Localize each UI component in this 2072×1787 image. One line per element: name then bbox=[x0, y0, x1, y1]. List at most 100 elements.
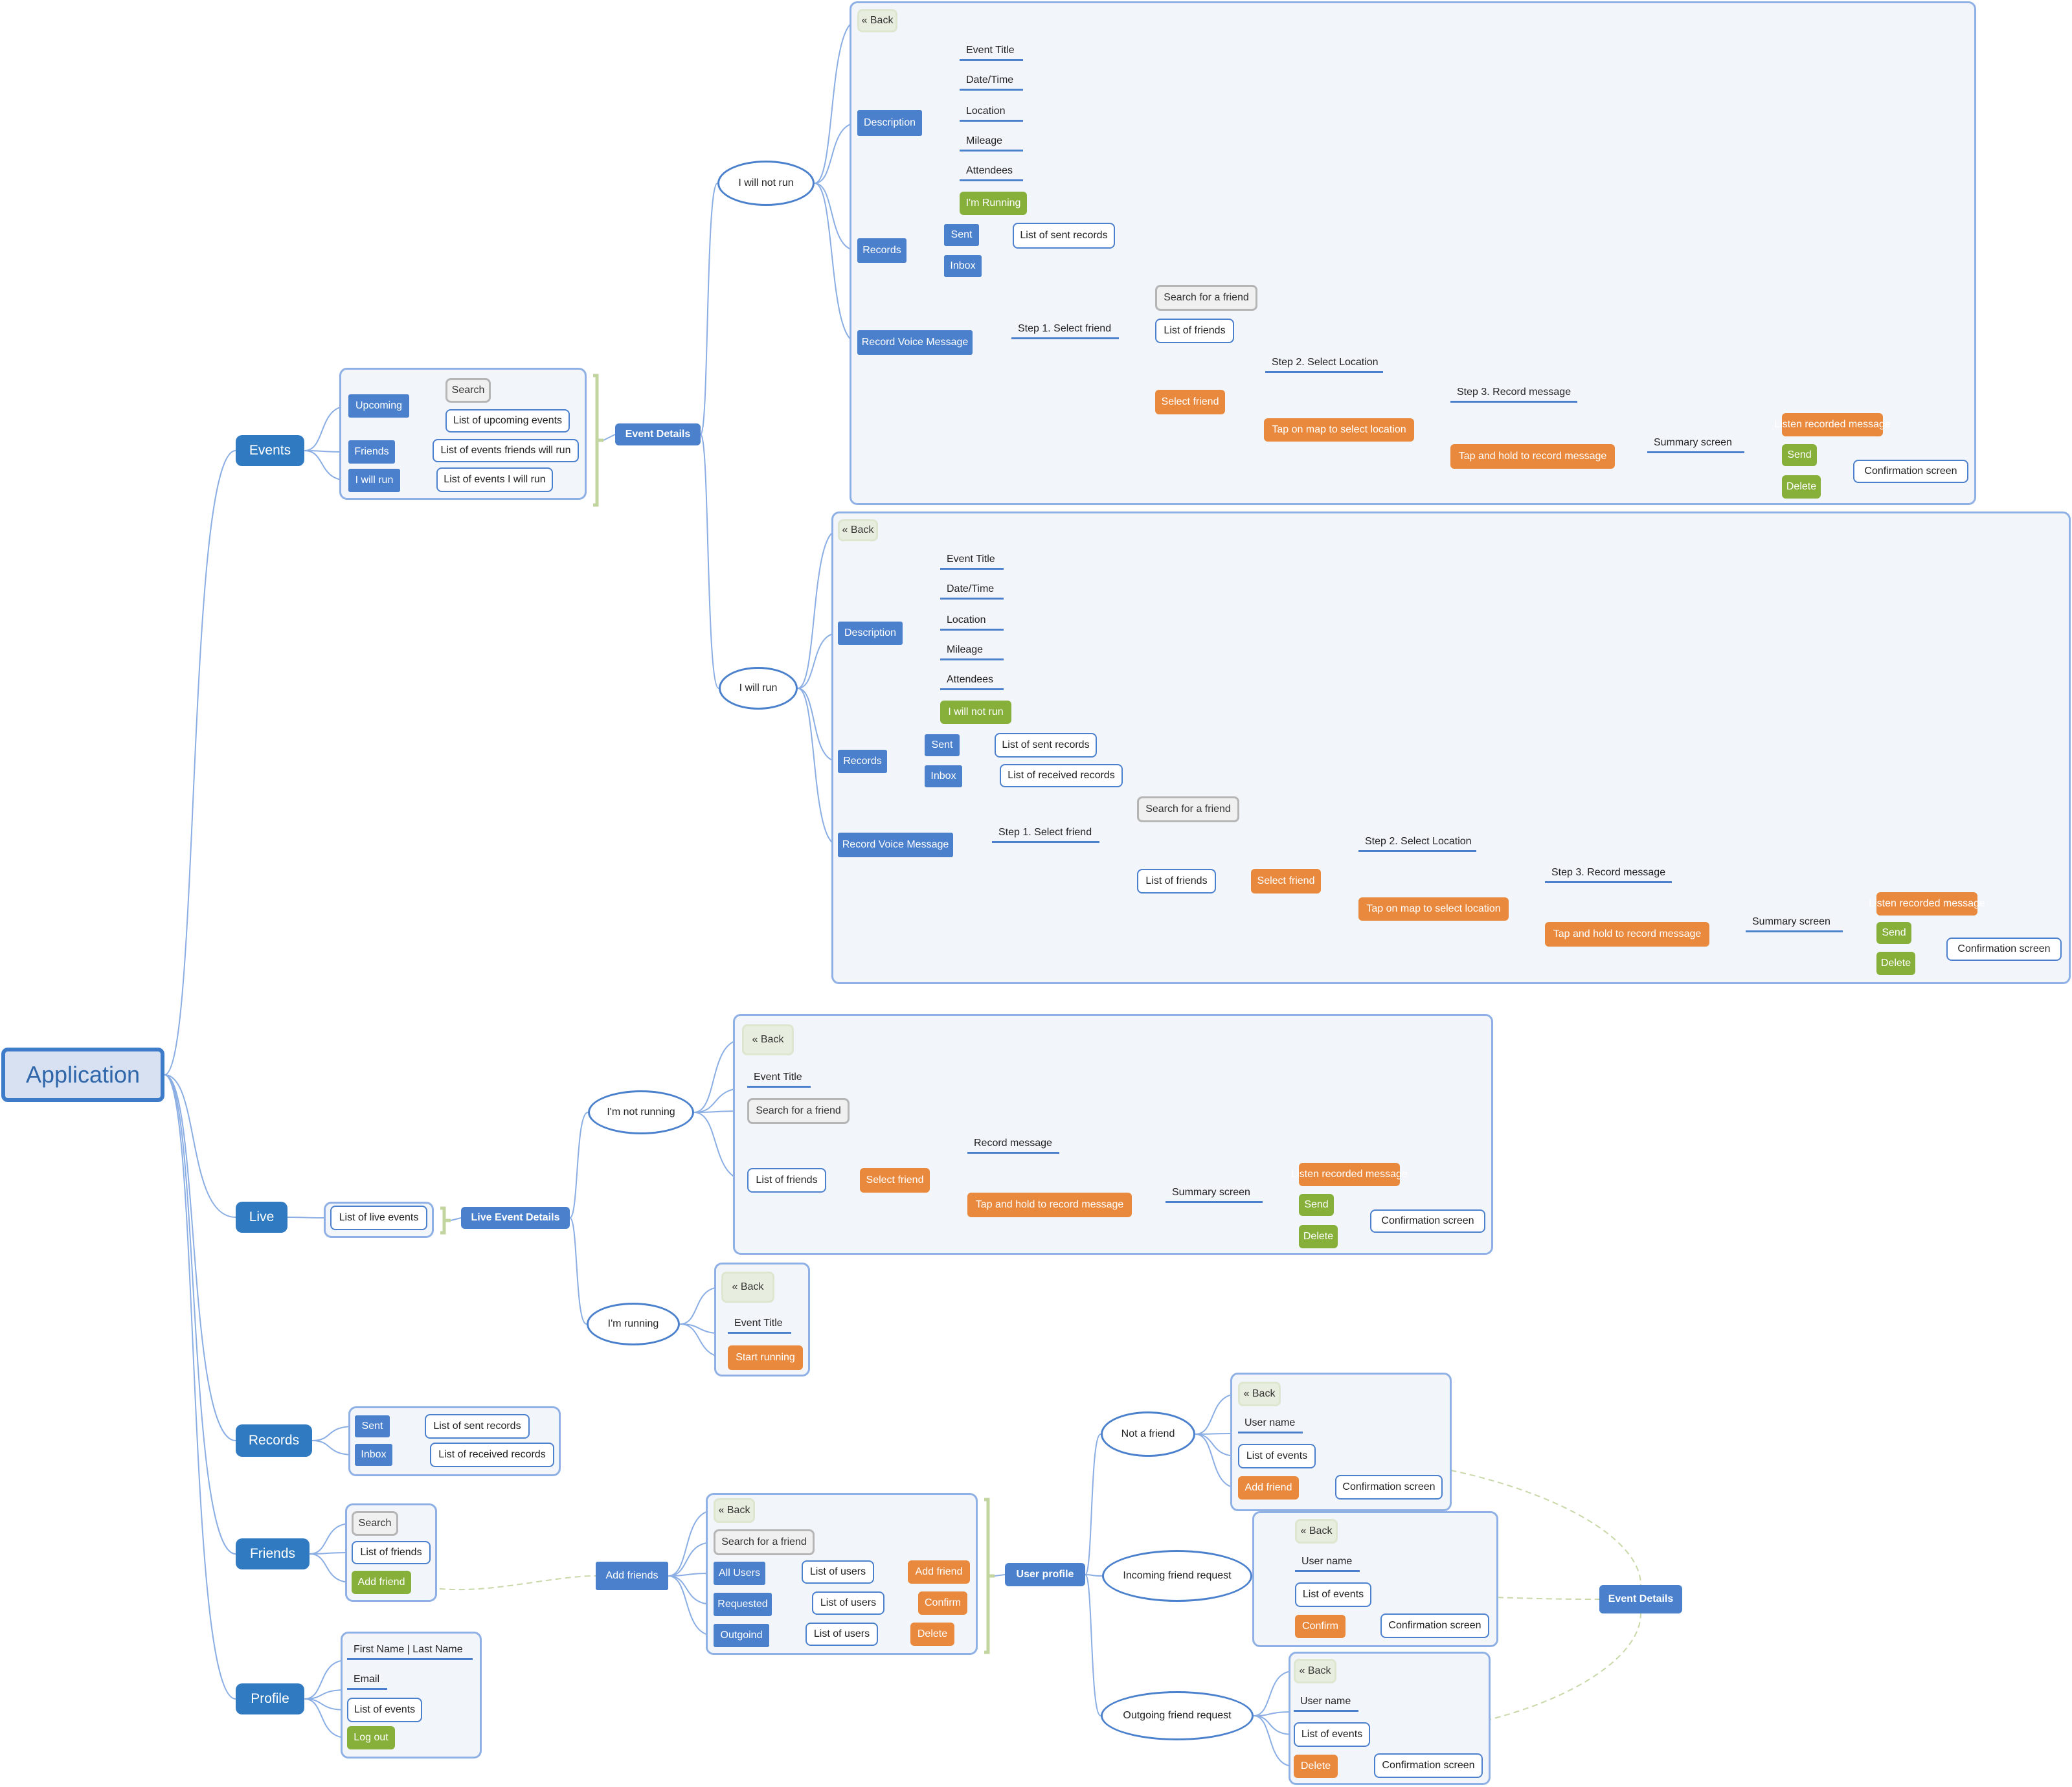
event-details-node[interactable]: Event Details bbox=[1599, 1585, 1682, 1613]
list-of-friends[interactable]: List of friends bbox=[1155, 319, 1234, 343]
not-a-friend-node[interactable]: Not a friend bbox=[1101, 1411, 1195, 1457]
add-friend-button[interactable]: Add friend bbox=[352, 1571, 411, 1594]
i-will-run-node[interactable]: I will run bbox=[719, 667, 798, 710]
back-button[interactable]: « Back bbox=[1294, 1659, 1336, 1683]
search-for-a-friend[interactable]: Search for a friend bbox=[1155, 285, 1257, 311]
confirm-button[interactable]: Confirm bbox=[918, 1591, 967, 1615]
upcoming-tab[interactable]: Upcoming bbox=[348, 394, 409, 418]
list-sent-records[interactable]: List of sent records bbox=[425, 1414, 530, 1439]
back-button[interactable]: « Back bbox=[838, 519, 878, 541]
tap-hold-button[interactable]: Tap and hold to record message bbox=[967, 1193, 1132, 1217]
outgoing-tab[interactable]: Outgoind bbox=[714, 1624, 769, 1647]
select-friend-button[interactable]: Select friend bbox=[1251, 869, 1321, 894]
confirmation-screen[interactable]: Confirmation screen bbox=[1374, 1753, 1483, 1778]
listen-recorded-button[interactable]: Listen recorded message bbox=[1869, 892, 1985, 916]
start-running-button[interactable]: Start running bbox=[728, 1345, 803, 1370]
confirm-button[interactable]: Confirm bbox=[1295, 1615, 1346, 1638]
list-upcoming-events[interactable]: List of upcoming events bbox=[445, 409, 570, 433]
search-for-a-friend[interactable]: Search for a friend bbox=[1137, 796, 1239, 822]
confirmation-screen[interactable]: Confirmation screen bbox=[1946, 938, 2062, 961]
delete-button[interactable]: Delete bbox=[1782, 475, 1821, 499]
select-friend-button[interactable]: Select friend bbox=[1155, 390, 1225, 414]
search-box[interactable]: Search bbox=[352, 1511, 398, 1536]
confirmation-screen[interactable]: Confirmation screen bbox=[1335, 1475, 1443, 1500]
list-of-users[interactable]: List of users bbox=[802, 1560, 874, 1584]
tap-hold-button[interactable]: Tap and hold to record message bbox=[1545, 922, 1709, 947]
search-for-a-friend[interactable]: Search for a friend bbox=[714, 1529, 815, 1555]
delete-button[interactable]: Delete bbox=[1294, 1755, 1338, 1778]
record-voice-message-node[interactable]: Record Voice Message bbox=[838, 833, 953, 857]
user-profile-node[interactable]: User profile bbox=[1005, 1563, 1085, 1586]
back-button[interactable]: « Back bbox=[721, 1272, 774, 1303]
root-node[interactable]: Application bbox=[1, 1048, 164, 1102]
list-of-users[interactable]: List of users bbox=[812, 1591, 884, 1615]
tap-hold-button[interactable]: Tap and hold to record message bbox=[1450, 444, 1615, 469]
tap-map-button[interactable]: Tap on map to select location bbox=[1358, 897, 1509, 921]
im-running-node[interactable]: I'm running bbox=[587, 1303, 680, 1345]
send-button[interactable]: Send bbox=[1782, 444, 1817, 466]
inbox-tab[interactable]: Inbox bbox=[944, 255, 982, 277]
back-button[interactable]: « Back bbox=[1238, 1382, 1281, 1406]
search-box[interactable]: Search bbox=[445, 378, 491, 403]
confirmation-screen[interactable]: Confirmation screen bbox=[1380, 1613, 1489, 1638]
back-button[interactable]: « Back bbox=[1295, 1519, 1338, 1544]
back-button[interactable]: « Back bbox=[857, 9, 897, 32]
sent-tab[interactable]: Sent bbox=[944, 224, 979, 246]
list-of-friends[interactable]: List of friends bbox=[1137, 869, 1216, 894]
confirmation-screen[interactable]: Confirmation screen bbox=[1853, 460, 1968, 483]
send-button[interactable]: Send bbox=[1876, 922, 1911, 944]
back-button[interactable]: « Back bbox=[714, 1498, 755, 1523]
list-received-records[interactable]: List of received records bbox=[1000, 764, 1123, 787]
list-sent-records[interactable]: List of sent records bbox=[1013, 223, 1115, 249]
list-of-events[interactable]: List of events bbox=[1238, 1444, 1316, 1468]
profile-node[interactable]: Profile bbox=[236, 1683, 304, 1714]
im-running-button[interactable]: I'm Running bbox=[960, 192, 1027, 215]
list-of-friends[interactable]: List of friends bbox=[747, 1168, 826, 1193]
incoming-friend-request-node[interactable]: Incoming friend request bbox=[1102, 1550, 1252, 1602]
add-friend-button[interactable]: Add friend bbox=[1238, 1476, 1299, 1500]
delete-button[interactable]: Delete bbox=[1299, 1225, 1338, 1248]
list-of-events[interactable]: List of events bbox=[347, 1698, 422, 1722]
add-friends-node[interactable]: Add friends bbox=[596, 1562, 668, 1590]
list-received-records[interactable]: List of received records bbox=[430, 1443, 554, 1467]
friends-tab[interactable]: Friends bbox=[348, 440, 395, 464]
select-friend-button[interactable]: Select friend bbox=[860, 1168, 930, 1193]
records-main-node[interactable]: Records bbox=[236, 1424, 312, 1457]
log-out-button[interactable]: Log out bbox=[347, 1726, 395, 1749]
sent-tab[interactable]: Sent bbox=[925, 734, 960, 756]
inbox-tab[interactable]: Inbox bbox=[925, 765, 962, 787]
list-events-friends-will-run[interactable]: List of events friends will run bbox=[433, 439, 579, 462]
im-not-running-node[interactable]: I'm not running bbox=[588, 1090, 694, 1134]
list-sent-records[interactable]: List of sent records bbox=[995, 733, 1097, 758]
live-event-details-node[interactable]: Live Event Details bbox=[461, 1207, 570, 1229]
listen-recorded-button[interactable]: Listen recorded message bbox=[1774, 413, 1891, 436]
add-friend-button[interactable]: Add friend bbox=[908, 1560, 970, 1584]
confirmation-screen[interactable]: Confirmation screen bbox=[1370, 1209, 1485, 1233]
list-of-friends[interactable]: List of friends bbox=[352, 1541, 431, 1564]
back-button[interactable]: « Back bbox=[742, 1024, 794, 1055]
live-node[interactable]: Live bbox=[236, 1202, 287, 1233]
list-of-users[interactable]: List of users bbox=[805, 1623, 878, 1646]
requested-tab[interactable]: Requested bbox=[714, 1593, 772, 1616]
listen-recorded-button[interactable]: Listen recorded message bbox=[1291, 1163, 1408, 1186]
list-live-events[interactable]: List of live events bbox=[330, 1206, 427, 1230]
delete-button[interactable]: Delete bbox=[1876, 952, 1915, 975]
i-will-not-run-node[interactable]: I will not run bbox=[717, 161, 815, 206]
delete-button[interactable]: Delete bbox=[910, 1623, 954, 1646]
event-details-node[interactable]: Event Details bbox=[615, 423, 701, 445]
tap-map-button[interactable]: Tap on map to select location bbox=[1264, 418, 1414, 442]
sent-tab[interactable]: Sent bbox=[355, 1415, 390, 1437]
i-will-run-tab[interactable]: I will run bbox=[348, 469, 400, 492]
i-will-not-run-button[interactable]: I will not run bbox=[940, 701, 1011, 724]
list-of-events[interactable]: List of events bbox=[1295, 1582, 1371, 1607]
list-events-i-will-run[interactable]: List of events I will run bbox=[436, 467, 553, 492]
send-button[interactable]: Send bbox=[1299, 1194, 1334, 1216]
inbox-tab[interactable]: Inbox bbox=[355, 1444, 392, 1466]
record-voice-message-node[interactable]: Record Voice Message bbox=[857, 330, 973, 355]
friends-main-node[interactable]: Friends bbox=[236, 1538, 310, 1569]
outgoing-friend-request-node[interactable]: Outgoing friend request bbox=[1101, 1691, 1254, 1740]
all-users-tab[interactable]: All Users bbox=[714, 1562, 765, 1585]
search-for-a-friend[interactable]: Search for a friend bbox=[747, 1098, 850, 1124]
events-node[interactable]: Events bbox=[236, 435, 304, 466]
list-of-events[interactable]: List of events bbox=[1294, 1722, 1370, 1747]
